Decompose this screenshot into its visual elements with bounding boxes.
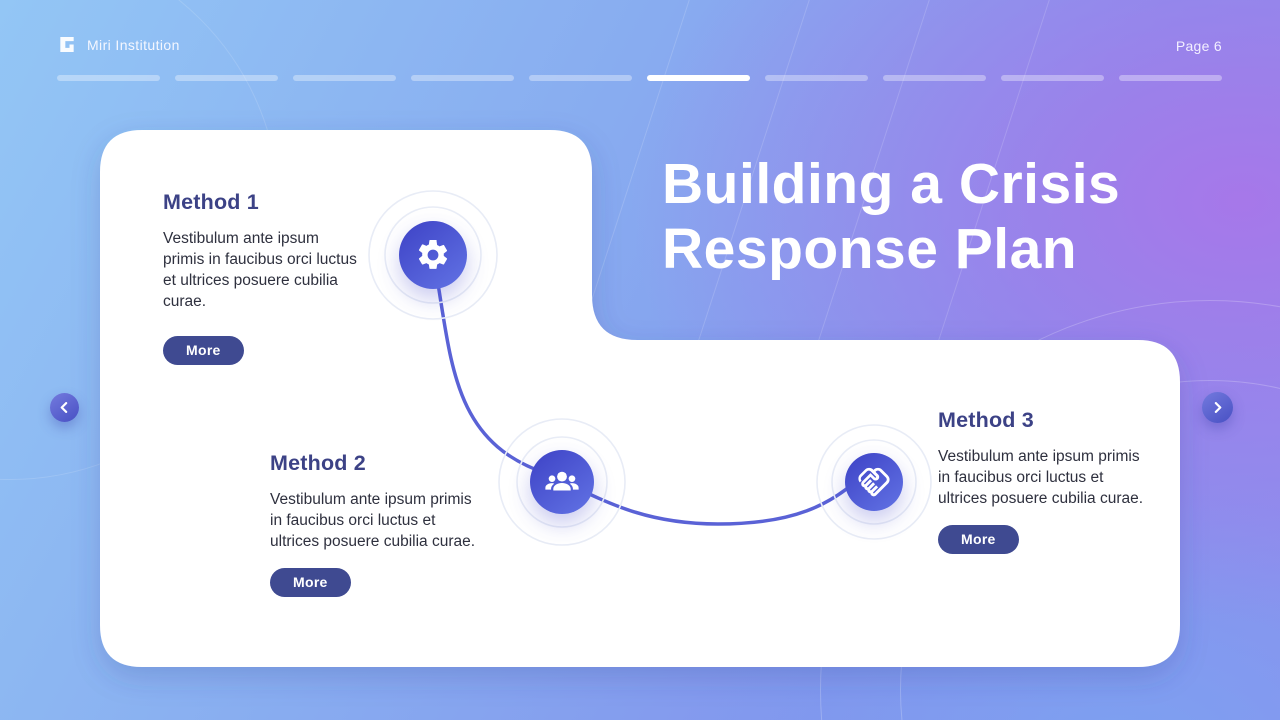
method-3-more-button[interactable]: More xyxy=(938,525,1019,554)
slide-title: Building a Crisis Response Plan xyxy=(662,152,1120,282)
progress-segment-8[interactable] xyxy=(883,75,986,81)
slide-title-line1: Building a Crisis xyxy=(662,152,1121,216)
progress-segment-1[interactable] xyxy=(57,75,160,81)
method-1-more-button[interactable]: More xyxy=(163,336,244,365)
brand: Miri Institution xyxy=(57,34,180,55)
icon-rings xyxy=(368,190,932,546)
method-2-body: Vestibulum ante ipsum primis in faucibus… xyxy=(270,491,476,550)
progress-segment-3[interactable] xyxy=(293,75,396,81)
progress-segment-5[interactable] xyxy=(529,75,632,81)
chevron-right-icon xyxy=(1214,402,1222,413)
chevron-left-icon xyxy=(60,402,68,413)
next-slide-button[interactable] xyxy=(1202,392,1233,423)
method-1-block: Method 1 Vestibulum ante ipsum primis in… xyxy=(163,190,359,365)
page-number: Page 6 xyxy=(1175,38,1222,54)
previous-slide-button[interactable] xyxy=(50,393,79,422)
progress-segment-10[interactable] xyxy=(1119,75,1222,81)
brand-name: Miri Institution xyxy=(87,36,180,53)
gear-icon xyxy=(399,221,467,289)
progress-segment-6[interactable] xyxy=(647,75,750,81)
brand-logo-icon xyxy=(60,37,74,52)
method-3-body: Vestibulum ante ipsum primis in faucibus… xyxy=(938,448,1144,507)
method-2-heading: Method 2 xyxy=(270,451,366,475)
people-icon xyxy=(530,450,594,514)
slide-title-line2: Response Plan xyxy=(662,216,1078,281)
progress-segment-2[interactable] xyxy=(175,75,278,81)
method-2-block: Method 2 Vestibulum ante ipsum primis in… xyxy=(270,451,482,597)
progress-segment-9[interactable] xyxy=(1001,75,1104,81)
method-1-heading: Method 1 xyxy=(163,190,259,214)
method-1-body: Vestibulum ante ipsum primis in faucibus… xyxy=(163,230,357,310)
method-3-block: Method 3 Vestibulum ante ipsum primis in… xyxy=(938,408,1150,554)
progress-segment-7[interactable] xyxy=(765,75,868,81)
method-3-heading: Method 3 xyxy=(938,408,1034,432)
method-2-more-button[interactable]: More xyxy=(270,568,351,597)
handshake-icon xyxy=(845,453,903,511)
progress-segment-4[interactable] xyxy=(411,75,514,81)
slide-progress-bar xyxy=(57,75,1222,81)
